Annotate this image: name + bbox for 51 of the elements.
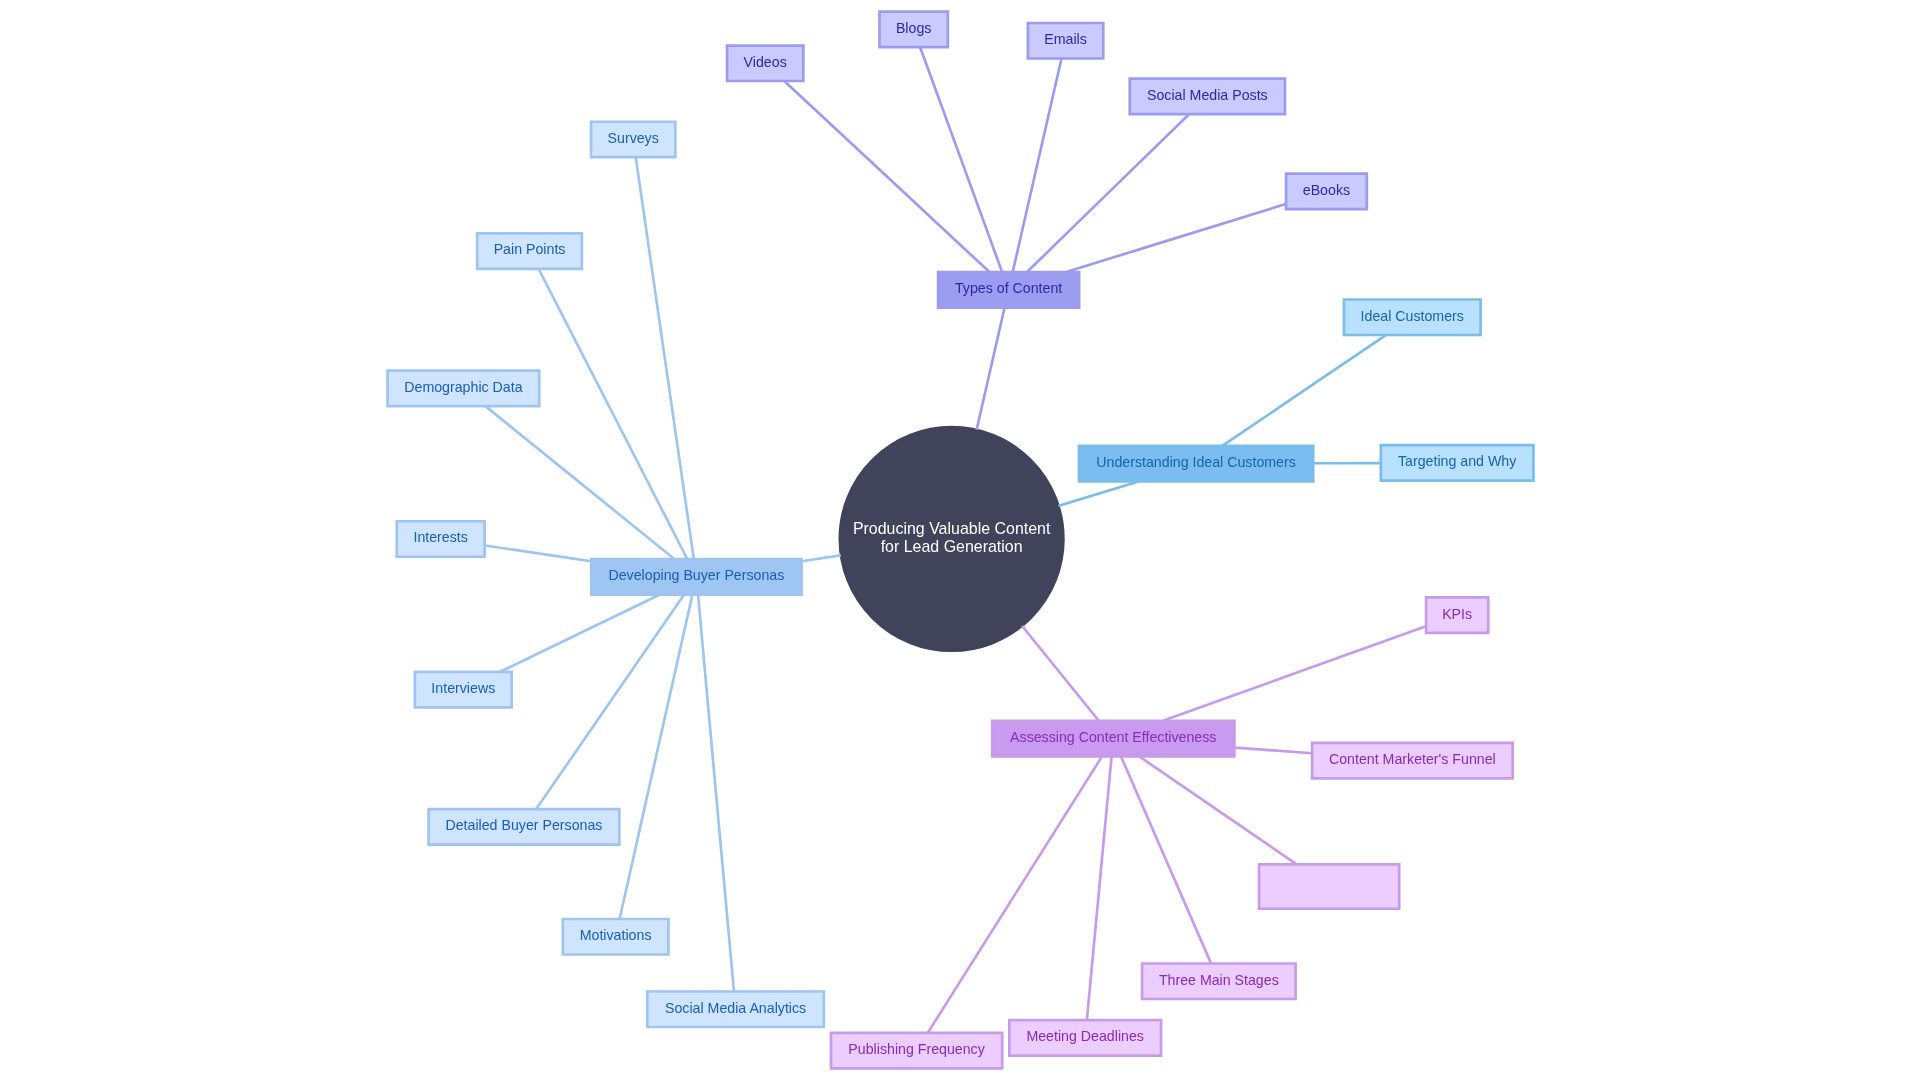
node-box: Developing Buyer Personas xyxy=(589,557,803,596)
connector xyxy=(1085,756,1113,1020)
node-box: Three Main Stages xyxy=(1140,962,1297,1001)
node-box: eBooks xyxy=(1284,172,1368,211)
connector xyxy=(1020,625,1100,722)
node-box: Types of Content xyxy=(936,270,1080,309)
connector xyxy=(1138,755,1297,866)
connector xyxy=(617,594,694,920)
node-box: Assessing Content Effectiveness xyxy=(990,719,1236,758)
connector xyxy=(783,80,990,274)
node-box: Surveys xyxy=(589,120,677,159)
connector xyxy=(1312,461,1381,465)
node-box: Blogs xyxy=(877,10,949,49)
connector xyxy=(537,268,688,560)
connector xyxy=(974,307,1006,430)
connector xyxy=(1025,113,1190,273)
node-box: Interviews xyxy=(413,670,513,709)
node-box: Pain Points xyxy=(475,232,583,271)
connector xyxy=(696,594,735,992)
node-box: Videos xyxy=(725,44,805,83)
node-box: Motivations xyxy=(561,917,670,956)
connector xyxy=(926,755,1103,1034)
node-box: Meeting Deadlines xyxy=(1007,1018,1162,1057)
node-box: Targeting and Why xyxy=(1379,443,1535,482)
connector xyxy=(484,544,591,563)
node-box: Ideal Customers xyxy=(1342,298,1482,337)
node-box: KPIs xyxy=(1424,596,1490,635)
connector xyxy=(1065,202,1286,274)
node-box xyxy=(1257,863,1401,911)
connector xyxy=(534,594,685,810)
connector xyxy=(1221,334,1387,447)
node-box: Demographic Data xyxy=(385,369,541,408)
node-box: Content Marketer's Funnel xyxy=(1310,741,1514,780)
node-box: Understanding Ideal Customers xyxy=(1077,444,1314,483)
connector xyxy=(484,405,675,560)
node-box: Social Media Analytics xyxy=(645,990,825,1029)
node-circle: Producing Valuable Content for Lead Generation xyxy=(838,425,1065,653)
connector xyxy=(1010,58,1063,273)
node-box: Social Media Posts xyxy=(1127,77,1286,116)
node-box: Detailed Buyer Personas xyxy=(426,807,621,846)
connector xyxy=(1233,746,1312,755)
node-box: Emails xyxy=(1026,21,1105,60)
node-box: Publishing Frequency xyxy=(829,1031,1004,1070)
connector xyxy=(801,554,841,563)
connector xyxy=(1057,480,1139,508)
node-box: Interests xyxy=(394,519,486,559)
connector xyxy=(918,46,1003,273)
connector xyxy=(1119,755,1212,964)
connector xyxy=(1161,625,1426,723)
connector xyxy=(499,593,660,673)
connector xyxy=(633,157,695,560)
